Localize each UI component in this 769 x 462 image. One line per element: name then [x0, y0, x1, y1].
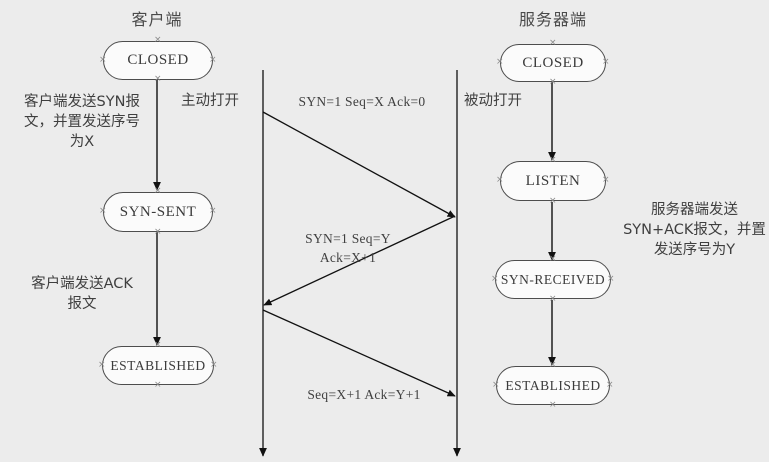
- annotation-client-send-ack: 客户端发送ACK 报文: [31, 276, 133, 312]
- server-state-established[interactable]: ESTABLISHED: [496, 366, 610, 405]
- handle-marker: ×: [607, 274, 615, 284]
- annotation-client-send-syn: 客户端发送SYN报 文，并置发送序号 为X: [24, 94, 140, 150]
- server-state-listen[interactable]: LISTEN: [500, 161, 606, 201]
- message-arrow-ack: [262, 309, 456, 397]
- handle-marker: ×: [98, 360, 106, 370]
- server-state-syn-received-label: SYN-RECEIVED: [500, 271, 606, 287]
- handle-marker: ×: [154, 340, 162, 350]
- handle-marker: ×: [496, 57, 504, 67]
- handle-marker: ×: [210, 360, 218, 370]
- handle-marker: ×: [99, 206, 107, 216]
- client-state-syn-sent-label: SYN-SENT: [119, 203, 197, 220]
- message-label-syn: SYN=1 Seq=X Ack=0: [298, 94, 426, 109]
- client-state-established[interactable]: ESTABLISHED: [102, 346, 214, 385]
- client-state-established-label: ESTABLISHED: [110, 357, 206, 373]
- handle-marker: ×: [154, 227, 162, 237]
- client-state-closed-label: CLOSED: [127, 52, 189, 68]
- handle-marker: ×: [209, 55, 217, 65]
- handle-marker: ×: [549, 77, 557, 87]
- message-arrow-syn: [262, 111, 456, 218]
- handle-marker: ×: [549, 155, 557, 165]
- handle-marker: ×: [154, 35, 162, 45]
- handle-marker: ×: [492, 380, 500, 390]
- handle-marker: ×: [549, 196, 557, 206]
- client-column-title: 客户端: [131, 10, 183, 29]
- handle-marker: ×: [549, 400, 557, 410]
- handle-marker: ×: [491, 274, 499, 284]
- server-state-syn-received[interactable]: SYN-RECEIVED: [495, 260, 611, 299]
- handle-marker: ×: [549, 38, 557, 48]
- message-label-syn-ack: SYN=1 Seq=Y Ack=X+1: [305, 231, 391, 265]
- handle-marker: ×: [154, 74, 162, 84]
- handle-marker: ×: [606, 380, 614, 390]
- annotation-server-send-syn-ack: 服务器端发送 SYN+ACK报文，并置 发送序号为Y: [623, 202, 766, 258]
- handle-marker: ×: [549, 360, 557, 370]
- handle-marker: ×: [209, 206, 217, 216]
- active-open-label: 主动打开: [181, 93, 239, 109]
- handle-marker: ×: [602, 57, 610, 67]
- client-state-closed[interactable]: CLOSED: [103, 41, 213, 80]
- handle-marker: ×: [549, 294, 557, 304]
- passive-open-label: 被动打开: [464, 93, 522, 109]
- server-state-closed-label: CLOSED: [522, 54, 584, 71]
- handle-marker: ×: [154, 380, 162, 390]
- server-state-listen-label: LISTEN: [525, 172, 581, 189]
- client-state-syn-sent[interactable]: SYN-SENT: [103, 192, 213, 232]
- message-label-ack: Seq=X+1 Ack=Y+1: [307, 387, 421, 402]
- server-state-closed[interactable]: CLOSED: [500, 44, 606, 82]
- server-column-title: 服务器端: [518, 10, 587, 29]
- server-state-established-label: ESTABLISHED: [505, 377, 601, 393]
- handle-marker: ×: [602, 175, 610, 185]
- handle-marker: ×: [99, 55, 107, 65]
- handle-marker: ×: [549, 254, 557, 264]
- handle-marker: ×: [496, 175, 504, 185]
- handle-marker: ×: [154, 186, 162, 196]
